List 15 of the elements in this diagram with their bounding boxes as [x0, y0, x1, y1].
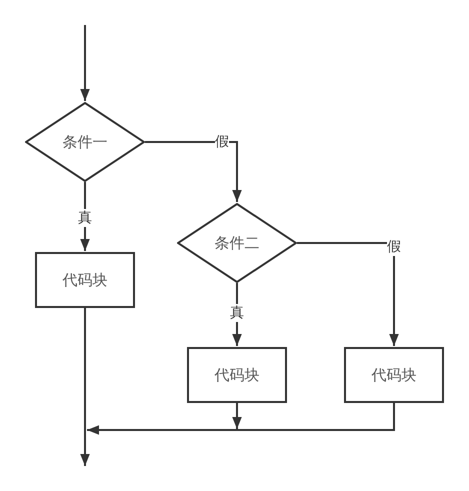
- arrow: [145, 141, 242, 202]
- arrow: [87, 403, 395, 435]
- arrow: [297, 242, 399, 346]
- edge-label: 真: [230, 304, 244, 322]
- edge-label: 假: [387, 238, 401, 256]
- edge-label: 真: [78, 209, 92, 227]
- process-box: 代码块: [344, 347, 444, 403]
- decision-diamond: 条件二: [177, 203, 297, 283]
- arrow: [80, 308, 90, 466]
- decision-diamond: 条件一: [25, 102, 145, 182]
- arrow: [80, 25, 90, 101]
- edge-label: 假: [215, 133, 229, 151]
- arrow: [232, 403, 242, 429]
- process-box: 代码块: [187, 347, 287, 403]
- process-box: 代码块: [35, 252, 135, 308]
